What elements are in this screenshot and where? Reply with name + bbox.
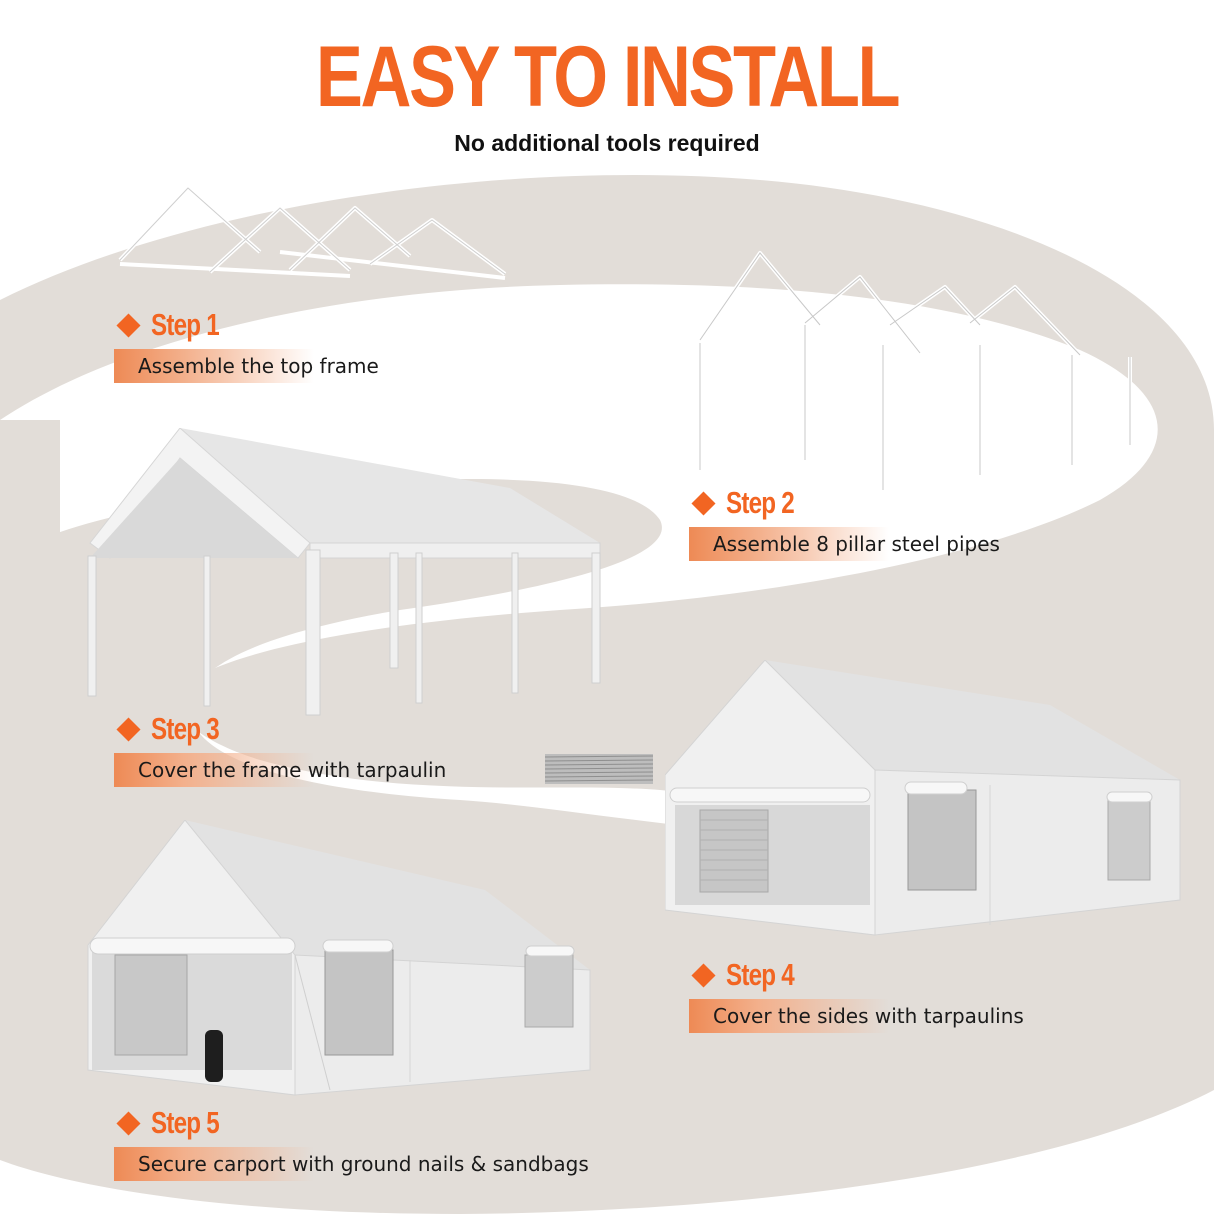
- step-1: Step 1 Assemble the top frame: [114, 305, 379, 383]
- carport-secured-with-sandbag-illustration: [87, 820, 591, 1096]
- frame-with-pillars-illustration: [698, 251, 1132, 490]
- page-subtitle: No additional tools required: [454, 130, 760, 156]
- step-2-description: Assemble 8 pillar steel pipes: [713, 532, 1000, 556]
- step-1-label: Step 1: [151, 307, 220, 342]
- diamond-bullet-icon: [116, 1110, 141, 1136]
- step-3: Step 3 Cover the frame with tarpaulin: [114, 709, 446, 787]
- step-4-highlight-bar: [689, 999, 889, 1033]
- step-2: Step 2 Assemble 8 pillar steel pipes: [689, 483, 1000, 561]
- step-2-highlight-bar: [689, 527, 889, 561]
- sandbag-icon: [205, 1030, 223, 1082]
- step-5-highlight-bar: [114, 1147, 314, 1181]
- diamond-bullet-icon: [691, 490, 716, 516]
- diamond-bullet-icon: [116, 716, 141, 742]
- step-4-description: Cover the sides with tarpaulins: [713, 1004, 1024, 1028]
- step-5-label: Step 5: [151, 1105, 220, 1140]
- mesh-window-sample: [545, 754, 654, 784]
- step-3-label: Step 3: [151, 711, 220, 746]
- diamond-bullet-icon: [691, 962, 716, 988]
- step-1-description: Assemble the top frame: [138, 354, 379, 378]
- step-5-description: Secure carport with ground nails & sandb…: [138, 1152, 589, 1176]
- step-5: Step 5 Secure carport with ground nails …: [114, 1103, 589, 1181]
- step-4-label: Step 4: [726, 957, 795, 992]
- step-3-highlight-bar: [114, 753, 314, 787]
- frame-with-roof-tarp-illustration: [87, 428, 601, 716]
- step-2-label: Step 2: [726, 485, 795, 520]
- step-4: Step 4 Cover the sides with tarpaulins: [689, 955, 1024, 1033]
- page-title: EASY TO INSTALL: [315, 29, 901, 125]
- step-3-description: Cover the frame with tarpaulin: [138, 758, 447, 782]
- diamond-bullet-icon: [116, 312, 141, 338]
- carport-with-sidewalls-illustration: [665, 660, 1181, 936]
- step-1-highlight-bar: [114, 349, 314, 383]
- top-frame-trusses-illustration: [118, 186, 507, 280]
